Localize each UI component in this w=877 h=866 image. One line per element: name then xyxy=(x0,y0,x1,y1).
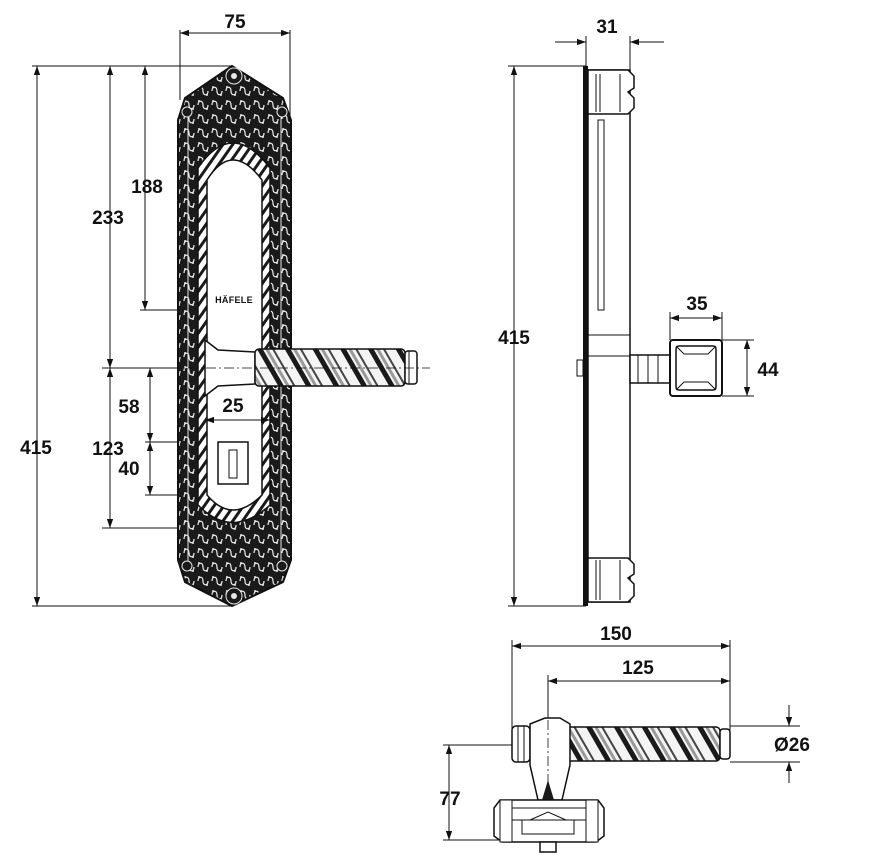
dim-top-lever-from-axis: 125 xyxy=(547,658,730,720)
dim-side-knob-width: 35 xyxy=(669,294,723,340)
dim-front-to-mark: 188 xyxy=(131,66,163,310)
dim-top-lever-length-label: 150 xyxy=(600,624,632,645)
dim-side-height-label: 415 xyxy=(498,328,530,349)
front-lever xyxy=(170,338,430,398)
dim-front-lever-to-cylinder: 58 xyxy=(118,368,154,442)
dim-front-to-lever-label: 233 xyxy=(92,208,124,229)
dim-front-height: 415 xyxy=(20,66,52,606)
dim-front-lever-to-lower: 123 xyxy=(92,368,124,528)
side-knob xyxy=(629,339,723,397)
front-backplate: HÄFELE xyxy=(177,64,292,608)
side-backplate xyxy=(576,66,635,606)
dim-side-knob-height-label: 44 xyxy=(757,360,779,381)
cylinder-cutout xyxy=(217,441,249,485)
dim-front-height-label: 415 xyxy=(20,438,52,459)
dim-front-cylinder-height-label: 40 xyxy=(118,459,139,480)
dim-top-projection-label: 77 xyxy=(439,789,460,810)
side-view: 31 415 xyxy=(498,17,779,607)
dim-top-grip-diameter: Ø26 xyxy=(730,705,810,783)
dim-top-projection: 77 xyxy=(439,744,520,841)
dim-front-lever-to-lower-label: 123 xyxy=(92,439,124,460)
front-view: 75 415 233 188 123 xyxy=(20,12,430,608)
dim-top-lever-from-axis-label: 125 xyxy=(622,658,654,679)
brand-mark: HÄFELE xyxy=(215,295,253,305)
dim-front-cylinder-width-label: 25 xyxy=(222,396,244,417)
dim-front-cylinder-width: 25 xyxy=(205,396,270,424)
dim-front-cylinder-height: 40 xyxy=(118,442,154,495)
dim-side-knob-width-label: 35 xyxy=(686,294,708,315)
top-lever xyxy=(493,717,731,853)
dim-front-lever-to-cylinder-label: 58 xyxy=(118,397,139,418)
dim-top-lever-length: 150 xyxy=(511,624,731,735)
dim-side-height: 415 xyxy=(498,66,530,606)
dim-front-width: 75 xyxy=(179,12,291,120)
dim-side-depth: 31 xyxy=(555,17,664,70)
top-view: 150 125 Ø26 77 xyxy=(439,624,810,853)
dim-top-grip-diameter-label: Ø26 xyxy=(774,735,810,756)
dim-front-width-label: 75 xyxy=(224,12,246,33)
dim-front-to-mark-label: 188 xyxy=(131,177,163,198)
dim-side-depth-label: 31 xyxy=(596,17,618,38)
dim-side-knob-height: 44 xyxy=(722,339,779,397)
dim-front-to-lever: 233 xyxy=(92,66,124,368)
